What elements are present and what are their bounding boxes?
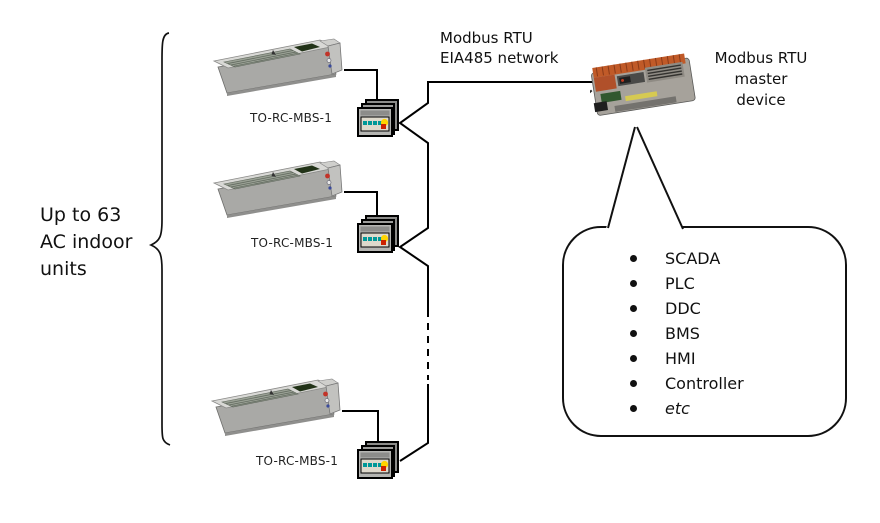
bullet-icon — [630, 405, 637, 412]
gateway-2-icon — [356, 215, 402, 255]
speech-bubble-tail-right — [636, 126, 684, 230]
list-item: BMS — [630, 321, 830, 346]
option-etc: etc — [665, 399, 690, 418]
list-item: HMI — [630, 346, 830, 371]
bus-trunk-line — [398, 81, 610, 310]
ac-indoor-unit-1-icon — [210, 34, 346, 98]
unit2-wire — [344, 191, 378, 217]
speech-bubble-tail-left — [607, 126, 636, 229]
bullet-icon — [630, 330, 637, 337]
option-bms: BMS — [665, 324, 700, 343]
left-brace — [148, 32, 171, 446]
master-label-line1: Modbus RTU — [714, 49, 808, 67]
list-item: PLC — [630, 271, 830, 296]
unit3-wire — [342, 410, 379, 443]
option-plc: PLC — [665, 274, 695, 293]
list-item: Controller — [630, 371, 830, 396]
option-hmi: HMI — [665, 349, 696, 368]
capacity-label-line3: units — [40, 258, 87, 280]
unit3-label: TO-RC-MBS-1 — [256, 454, 339, 468]
gateway-1-icon — [356, 99, 402, 139]
bullet-icon — [630, 280, 637, 287]
capacity-label-line1: Up to 63 — [40, 204, 122, 226]
bullet-icon — [630, 305, 637, 312]
ac-indoor-unit-2-icon — [210, 156, 346, 220]
master-device-label: Modbus RTU master device — [698, 48, 824, 111]
option-scada: SCADA — [665, 249, 721, 268]
master-device-icon — [590, 53, 696, 116]
capacity-label: Up to 63 AC indoor units — [40, 202, 132, 283]
master-label-line2: master — [734, 70, 788, 88]
network-label: Modbus RTU EIA485 network — [440, 28, 558, 68]
bullet-icon — [630, 380, 637, 387]
bus-trunk-line-bottom — [399, 384, 429, 462]
unit1-wire — [344, 69, 378, 102]
ac-indoor-unit-3-icon — [208, 374, 344, 438]
network-label-line2: EIA485 network — [440, 49, 559, 67]
option-controller: Controller — [665, 374, 744, 393]
list-item: DDC — [630, 296, 830, 321]
network-label-line1: Modbus RTU — [440, 29, 533, 47]
capacity-label-line2: AC indoor — [40, 231, 133, 253]
option-ddc: DDC — [665, 299, 701, 318]
unit1-label: TO-RC-MBS-1 — [250, 111, 333, 125]
master-options-list: SCADA PLC DDC BMS HMI Controller etc — [630, 246, 830, 421]
gateway-3-icon — [356, 441, 402, 481]
master-label-line3: device — [736, 91, 786, 109]
list-item: SCADA — [630, 246, 830, 271]
list-item: etc — [630, 396, 830, 421]
bullet-icon — [630, 355, 637, 362]
speech-bubble-tail-fill — [605, 125, 685, 232]
unit2-label: TO-RC-MBS-1 — [251, 236, 334, 250]
bullet-icon — [630, 255, 637, 262]
